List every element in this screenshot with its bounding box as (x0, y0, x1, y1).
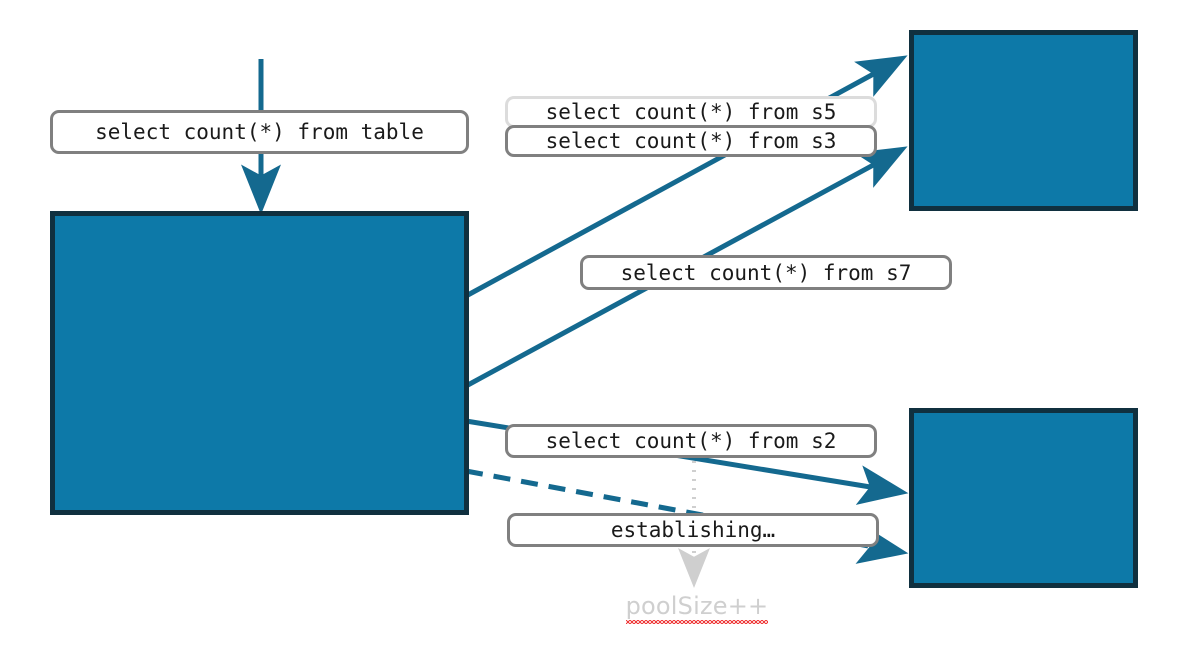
server-pool-top (909, 30, 1138, 211)
label-query-table: select count(*) from table (50, 110, 469, 154)
label-query-s5: select count(*) from s5 (505, 96, 877, 128)
client-box (50, 211, 469, 515)
annotation-poolsize: poolSize++ (602, 592, 792, 624)
label-query-s3: select count(*) from s3 (505, 125, 877, 157)
label-query-s7: select count(*) from s7 (580, 255, 952, 290)
server-pool-bottom (909, 408, 1138, 588)
label-query-s2: select count(*) from s2 (505, 424, 877, 458)
label-establishing: establishing… (507, 513, 879, 547)
annotation-poolsize-text: poolSize++ (625, 592, 769, 624)
